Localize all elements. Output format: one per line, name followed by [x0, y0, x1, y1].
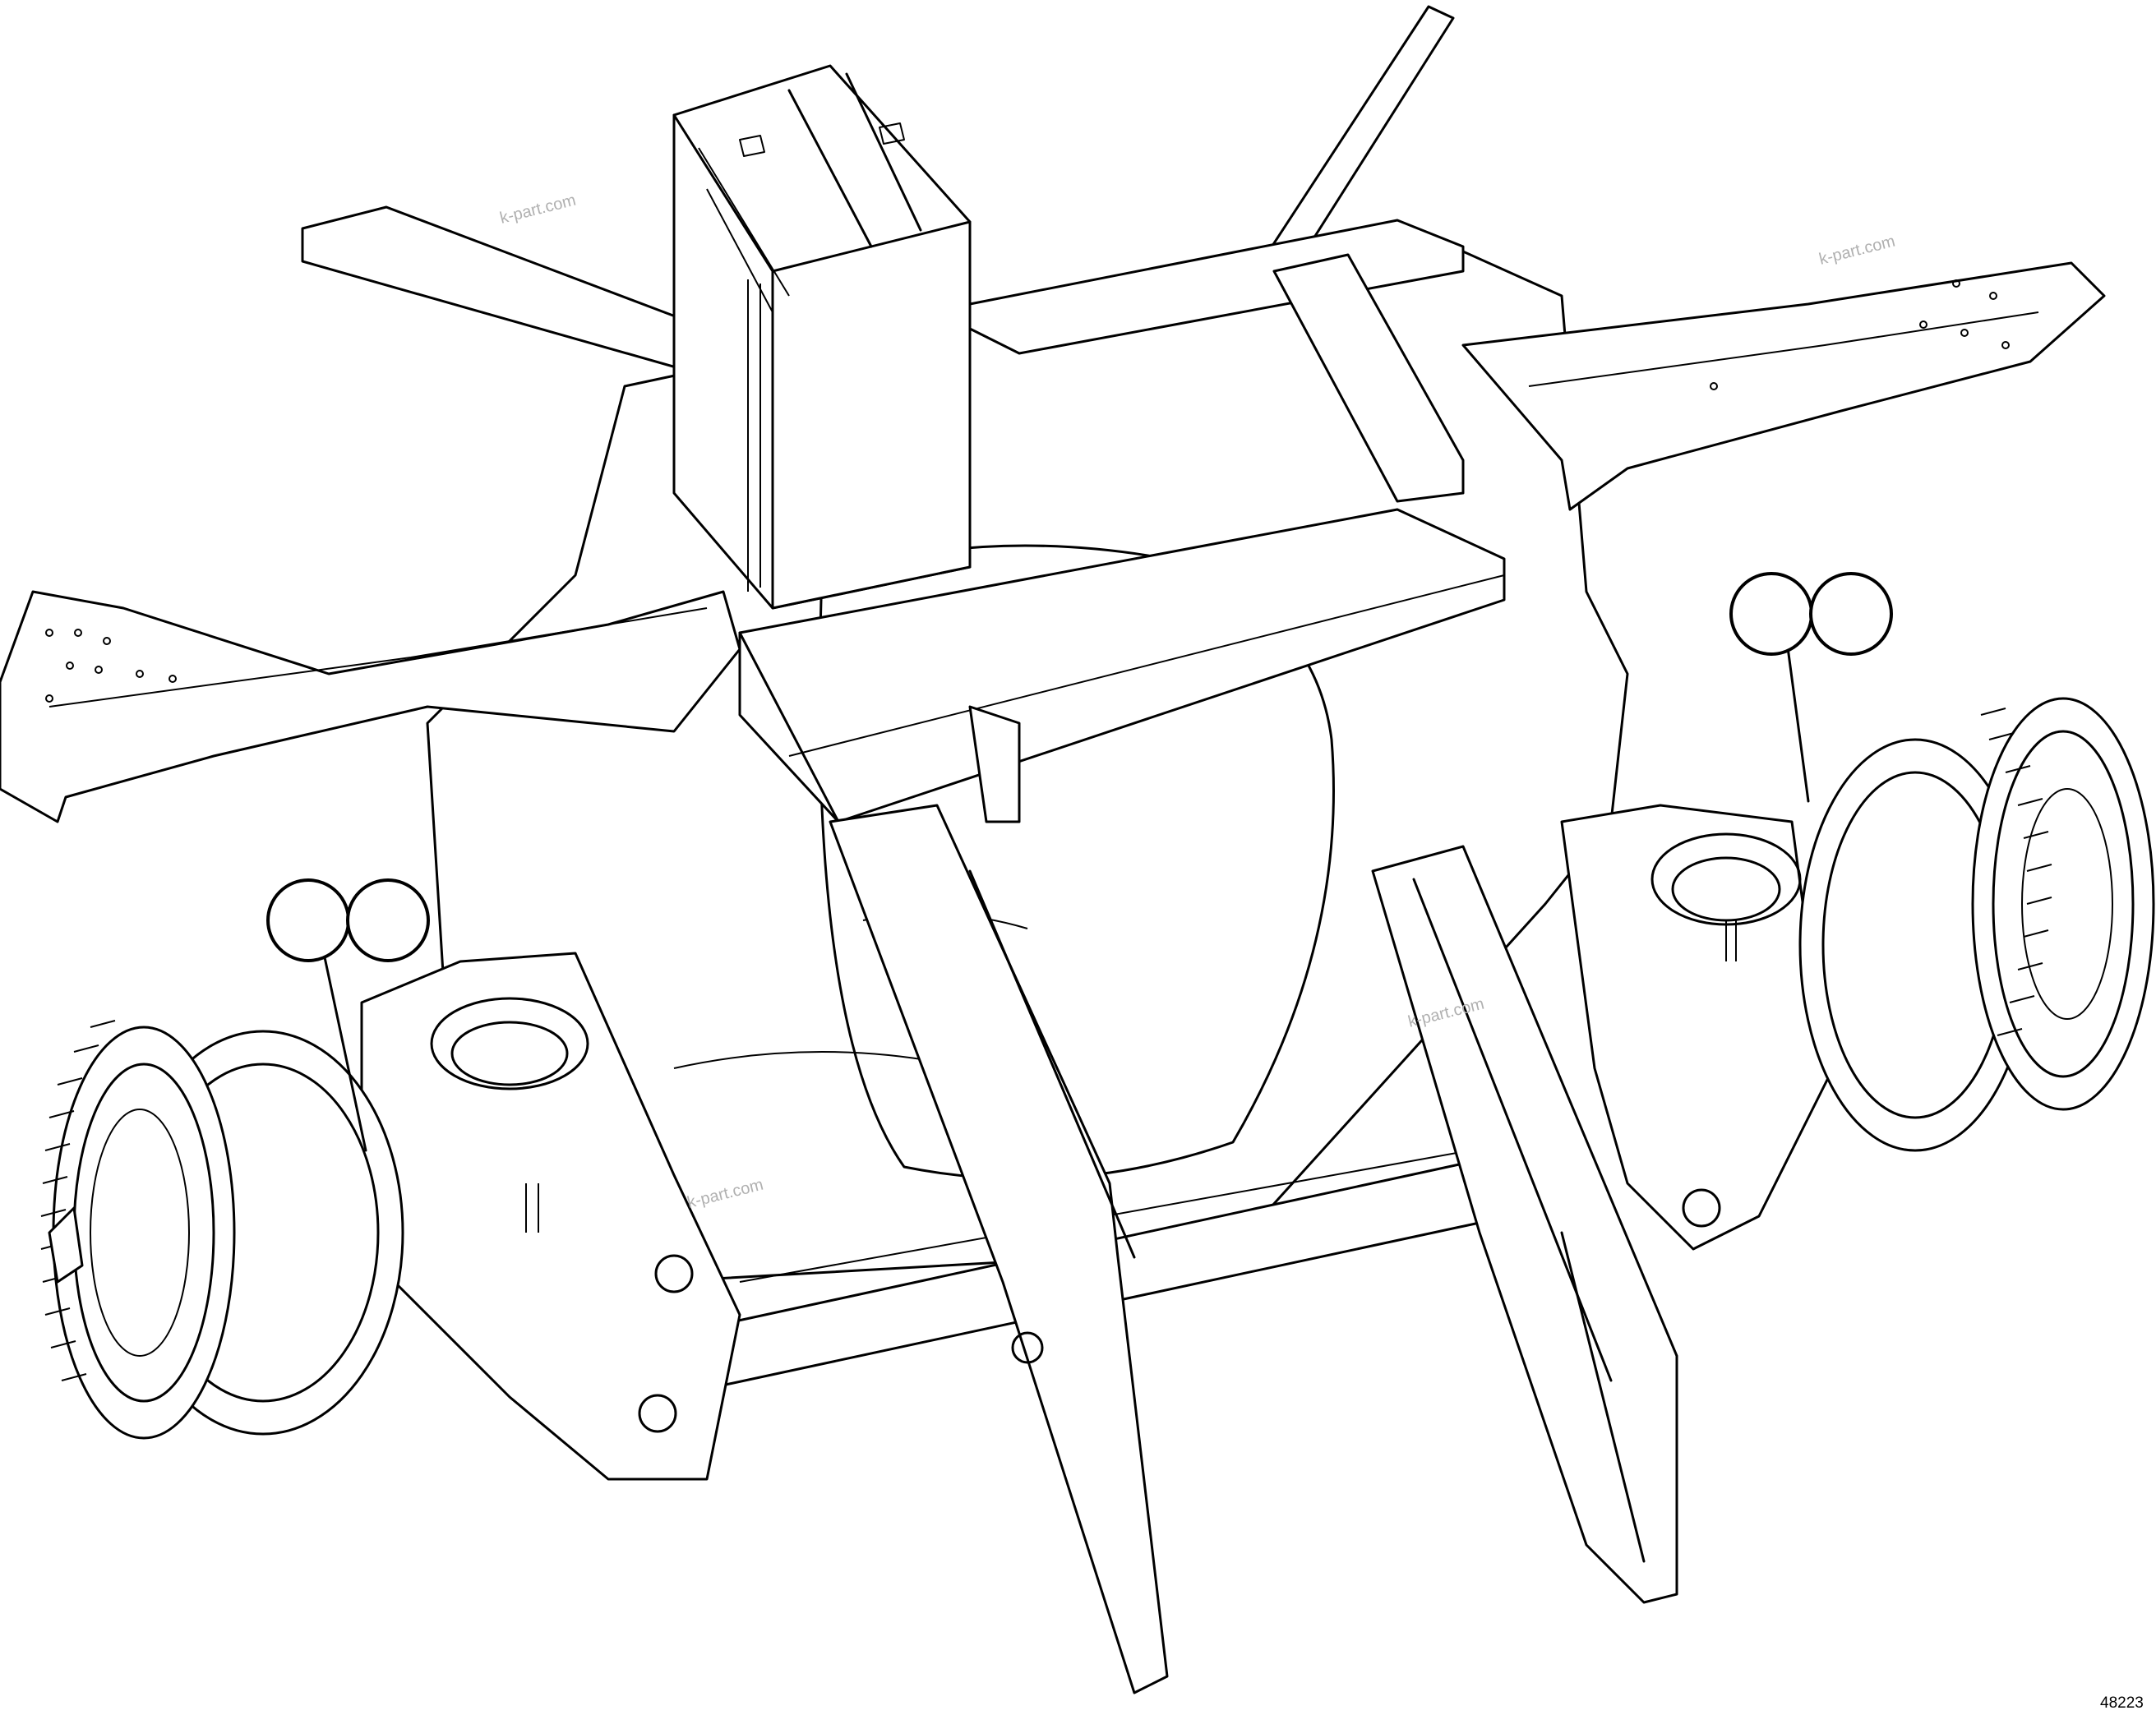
right-side-rail — [1463, 263, 2104, 509]
callout-circle-right-1 — [1731, 574, 1812, 654]
watermark-top-right: k-part.com — [1817, 233, 1897, 269]
left-hub-teeth — [41, 1021, 115, 1381]
left-callout-pair — [268, 880, 428, 961]
right-callout-leader — [1788, 648, 1808, 801]
left-upper-arm — [302, 207, 690, 371]
callout-circle-left-2 — [348, 880, 428, 961]
front-tray-plate — [740, 509, 1504, 822]
left-axle-assembly-icon — [41, 1021, 403, 1438]
battery-box-icon — [674, 66, 970, 608]
figure-number: 48223 — [2100, 1694, 2144, 1712]
right-axle-assembly-icon — [1800, 698, 2154, 1150]
watermark-top-left: k-part.com — [498, 191, 578, 228]
callout-circle-right-2 — [1811, 574, 1891, 654]
left-front-leg — [830, 805, 1167, 1693]
left-side-rail — [0, 592, 740, 822]
right-callout-pair — [1731, 574, 1891, 654]
callout-circle-left-1 — [268, 880, 349, 961]
right-front-leg — [1373, 846, 1677, 1602]
right-hub-teeth — [1981, 708, 2052, 1035]
right-axle-housing — [1562, 805, 1833, 1249]
left-callout-leader — [325, 957, 366, 1150]
